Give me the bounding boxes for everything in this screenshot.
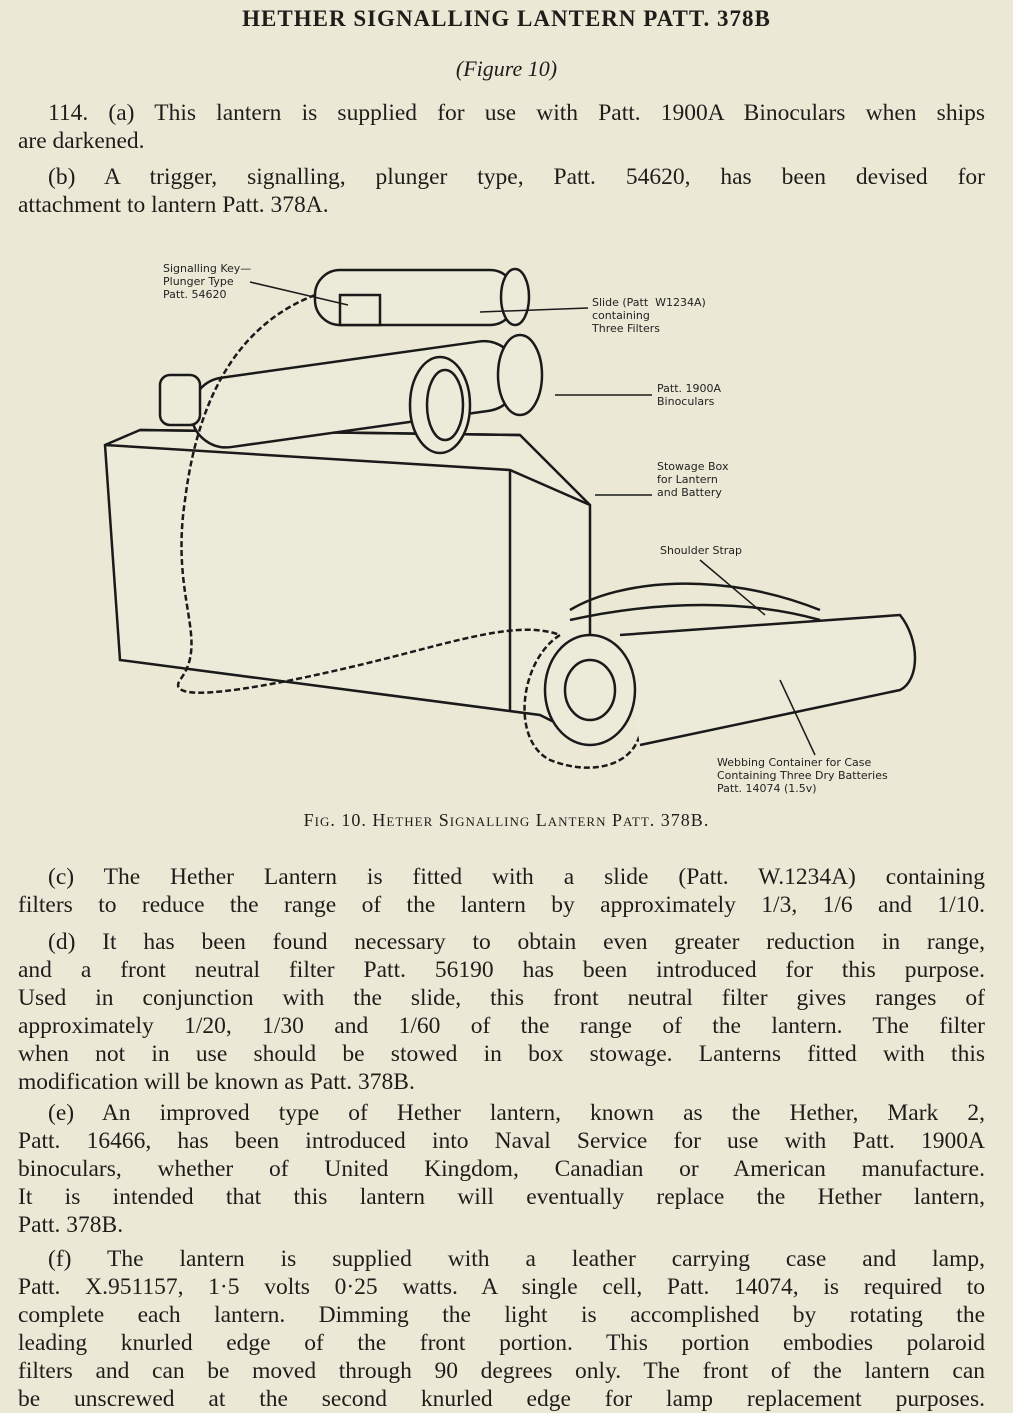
text-line: 114. (a) This lantern is supplied for us…: [48, 100, 985, 126]
text-line: are darkened.: [18, 128, 145, 154]
label-signalling-key: Signalling Key— Plunger Type Patt. 54620: [163, 262, 252, 301]
paragraph-f: (f) The lantern is supplied with a leath…: [18, 1245, 985, 1413]
label-slide: Slide (Patt W1234A) containing Three Fil…: [592, 296, 706, 335]
figure-caption: Fig. 10. Hether Signalling Lantern Patt.…: [303, 810, 710, 830]
paragraph-d: (d) It has been found necessary to obtai…: [18, 928, 985, 1096]
lantern-drawing: [103, 267, 917, 769]
label-stowage-box: Stowage Box for Lantern and Battery: [657, 460, 729, 499]
paragraph-114: 114. (a) This lantern is supplied for us…: [18, 99, 985, 155]
text-line: when not in use should be stowed in box …: [18, 1041, 985, 1067]
text-line: (d) It has been found necessary to obtai…: [48, 929, 985, 955]
text-line: Patt. X.951157, 1·5 volts 0·25 watts. A …: [18, 1274, 985, 1300]
page-title: HETHER SIGNALLING LANTERN PATT. 378B: [242, 6, 771, 31]
text-line: attachment to lantern Patt. 378A.: [18, 192, 329, 218]
text-line: Used in conjunction with the slide, this…: [18, 985, 985, 1011]
text-line: (c) The Hether Lantern is fitted with a …: [48, 864, 985, 890]
paragraph-c: (c) The Hether Lantern is fitted with a …: [18, 863, 985, 919]
figure-reference: (Figure 10): [455, 56, 558, 81]
text-line: modification will be known as Patt. 378B…: [18, 1069, 415, 1095]
text-line: Patt. 16466, has been introduced into Na…: [18, 1128, 985, 1154]
text-line: It is intended that this lantern will ev…: [18, 1184, 985, 1210]
text-line: complete each lantern. Dimming the light…: [18, 1302, 985, 1328]
text-line: and a front neutral filter Patt. 56190 h…: [18, 957, 985, 983]
figure-illustration: Signalling Key— Plunger Type Patt. 54620…: [100, 240, 920, 810]
label-shoulder-strap: Shoulder Strap: [660, 544, 743, 557]
text-line: filters to reduce the range of the lante…: [18, 892, 985, 918]
text-line: (f) The lantern is supplied with a leath…: [48, 1246, 985, 1272]
paragraph-b: (b) A trigger, signalling, plunger type,…: [18, 163, 985, 219]
paragraph-e: (e) An improved type of Hether lantern, …: [18, 1099, 985, 1239]
text-line: leading knurled edge of the front portio…: [18, 1330, 985, 1356]
text-line: be unscrewed at the second knurled edge …: [18, 1386, 985, 1412]
text-line: filters and can be moved through 90 degr…: [18, 1358, 985, 1384]
text-line: binoculars, whether of United Kingdom, C…: [18, 1156, 985, 1182]
label-binoculars: Patt. 1900A Binoculars: [657, 382, 722, 408]
text-line: Patt. 378B.: [18, 1212, 124, 1238]
text-line: approximately 1/20, 1/30 and 1/60 of the…: [18, 1013, 985, 1039]
text-line: (e) An improved type of Hether lantern, …: [48, 1100, 985, 1126]
text-line: (b) A trigger, signalling, plunger type,…: [48, 164, 985, 190]
label-webbing-container: Webbing Container for Case Containing Th…: [717, 756, 888, 795]
